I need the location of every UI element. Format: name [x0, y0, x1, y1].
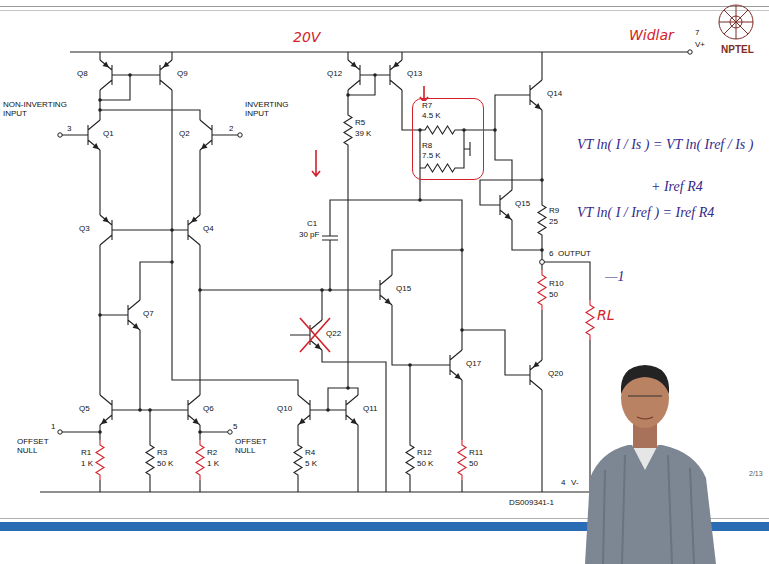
handwritten-note: Widlar: [628, 28, 675, 43]
part-label: OFFSET NULL: [234, 437, 274, 455]
part-label: DS009341-1: [508, 498, 555, 507]
part-label: Q2: [178, 129, 191, 138]
part-label: Q15: [395, 284, 412, 293]
part-label: Q13: [406, 69, 423, 78]
part-label: R12: [416, 448, 433, 457]
handwritten-equation: + Iref R4: [650, 178, 704, 196]
part-label: 1 K: [206, 459, 220, 468]
handwritten-note: 20V: [292, 30, 321, 45]
part-label: 39 K: [354, 129, 372, 138]
part-label: 50: [468, 459, 479, 468]
part-label: R5: [354, 118, 366, 127]
part-label: 50: [548, 290, 559, 299]
part-label: Q5: [78, 404, 91, 413]
part-label: OUTPUT: [557, 249, 592, 258]
part-label: Q6: [202, 404, 215, 413]
logo-text: NPTEL: [720, 44, 755, 55]
transistor-symbols: [78, 60, 542, 425]
handwritten-equation: VT ln( I / Iref ) = Iref R4: [576, 204, 715, 222]
part-label: Q7: [142, 309, 155, 318]
part-label: Q22: [325, 329, 342, 338]
handwritten-note: RL: [596, 308, 616, 323]
part-label: Q12: [326, 69, 343, 78]
junction-dots: [98, 73, 544, 434]
part-label: Q8: [76, 69, 89, 78]
part-label: R3: [156, 448, 168, 457]
part-label: R1: [80, 448, 92, 457]
nptel-logo: [719, 5, 753, 39]
part-label: 7: [694, 28, 700, 37]
red-annotations: [300, 86, 428, 352]
part-label: NON-INVERTING INPUT: [2, 100, 72, 118]
resistor-symbols: [96, 110, 594, 480]
handwritten-equation: VT ln( I / Is ) = VT ln( Iref / Is ): [576, 136, 754, 154]
part-label: Q9: [176, 69, 189, 78]
part-label: R4: [304, 448, 316, 457]
part-label: INVERTING INPUT: [244, 100, 300, 118]
part-label: R8: [421, 141, 433, 150]
handwritten-equation: —1: [604, 268, 625, 286]
part-label: Q20: [547, 369, 564, 378]
part-label: V-: [570, 478, 580, 487]
part-label: OFFSET NULL: [16, 437, 56, 455]
part-label: Q11: [362, 404, 379, 413]
part-label: 5: [232, 422, 238, 431]
presenter-photo: [585, 365, 716, 564]
part-label: 4.5 K: [421, 111, 442, 120]
part-label: 30 pF: [298, 230, 320, 239]
part-label: 1: [50, 422, 56, 431]
part-label: C1: [306, 219, 318, 228]
part-label: Q17: [465, 359, 482, 368]
part-label: 1 K: [80, 459, 94, 468]
slide-number: 2/13: [748, 470, 764, 478]
part-label: R7: [421, 101, 433, 110]
part-label: Q15: [514, 199, 531, 208]
part-label: 50 K: [416, 459, 434, 468]
part-label: 25: [548, 217, 559, 226]
part-label: R9: [548, 206, 560, 215]
part-label: R10: [548, 279, 565, 288]
part-label: 6: [548, 249, 554, 258]
part-label: 7.5 K: [421, 151, 442, 160]
part-label: Q1: [102, 129, 115, 138]
part-label: Q3: [78, 224, 91, 233]
part-label: Q14: [546, 89, 563, 98]
wires: [40, 52, 690, 492]
part-label: 4: [560, 478, 566, 487]
pin-circles: [58, 50, 692, 494]
slide-rule: [0, 6, 769, 7]
part-label: 3: [66, 124, 72, 133]
part-label: 50 K: [156, 459, 174, 468]
part-label: V+: [694, 40, 706, 49]
slide-rule: [0, 10, 769, 11]
part-label: 5 K: [304, 459, 318, 468]
part-label: Q10: [276, 404, 293, 413]
part-label: R11: [468, 448, 484, 457]
part-label: R2: [206, 448, 218, 457]
part-label: 2: [228, 124, 234, 133]
part-label: Q4: [202, 224, 215, 233]
highlight-box: R74.5 K R87.5 K: [412, 98, 484, 180]
